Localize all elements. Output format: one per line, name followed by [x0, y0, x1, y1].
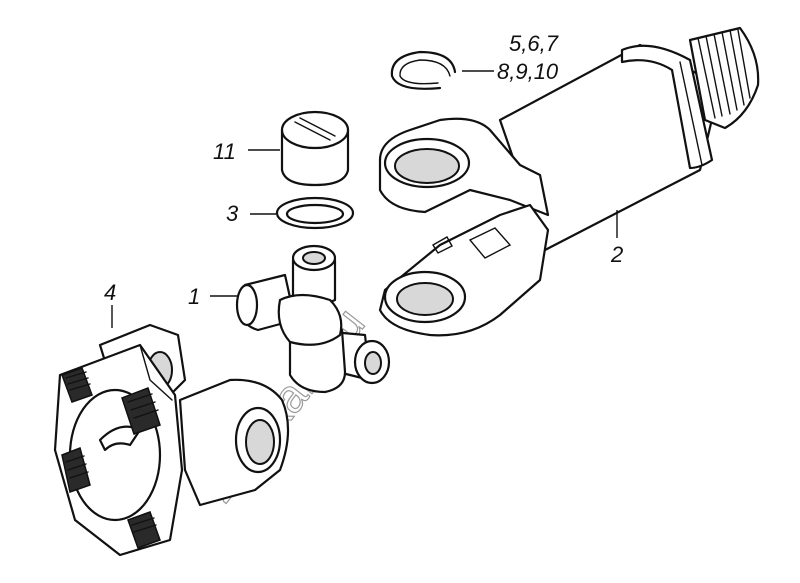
seal-ring: [275, 196, 355, 230]
shaft-yoke-assembly: [378, 26, 760, 337]
flange-yoke: [53, 323, 290, 557]
bearing-cap: [280, 110, 350, 187]
callout-8-9-10: 8,9,10: [497, 59, 559, 84]
cross-spider: [235, 244, 391, 394]
callout-4: 4: [104, 280, 116, 305]
callout-11: 11: [213, 139, 236, 164]
snap-ring: [390, 50, 457, 90]
callout-3: 3: [226, 201, 239, 226]
callout-5-6-7: 5,6,7: [509, 31, 559, 56]
callout-2: 2: [610, 242, 623, 267]
leader-lines: [111, 70, 618, 328]
callout-1: 1: [188, 284, 200, 309]
